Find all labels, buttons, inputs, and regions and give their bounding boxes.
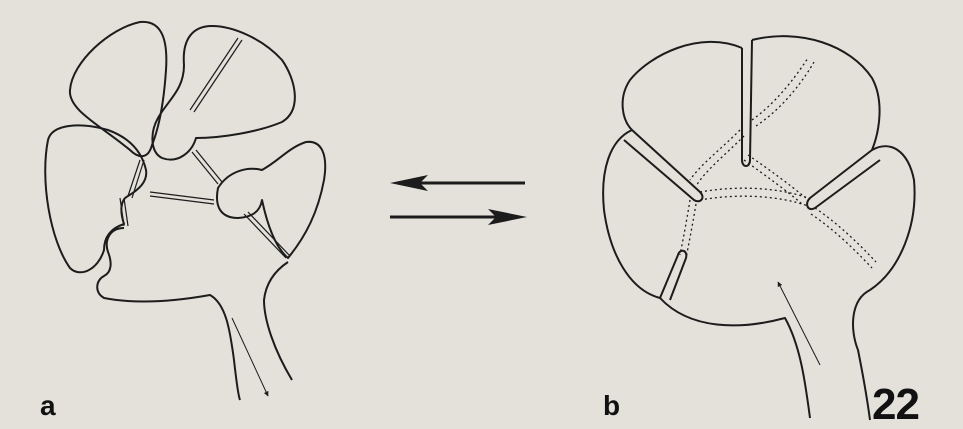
panel-b-outline xyxy=(603,36,914,420)
panel-b-cleft-left xyxy=(624,130,702,201)
panel-a-lobe-right xyxy=(217,142,325,258)
panel-a-lobe-top-right xyxy=(152,26,294,160)
panel-b-label: b xyxy=(603,392,620,420)
panel-a-drawing xyxy=(45,22,325,400)
panel-a-lobe-left xyxy=(45,125,146,272)
panel-a-connectors xyxy=(120,38,290,258)
figure-number: 22 xyxy=(872,383,919,427)
transition-arrows xyxy=(390,175,527,225)
panel-b-dotted-lines xyxy=(680,58,876,268)
panel-b-drawing xyxy=(603,36,914,420)
panel-a-label: a xyxy=(40,392,56,420)
panel-b-cleft-top xyxy=(742,40,752,166)
panel-b-cleft-lower xyxy=(660,251,686,300)
panel-a-stalk-left xyxy=(97,228,240,400)
panel-a-stalk-right xyxy=(264,262,292,380)
panel-b-cleft-right xyxy=(807,150,880,209)
